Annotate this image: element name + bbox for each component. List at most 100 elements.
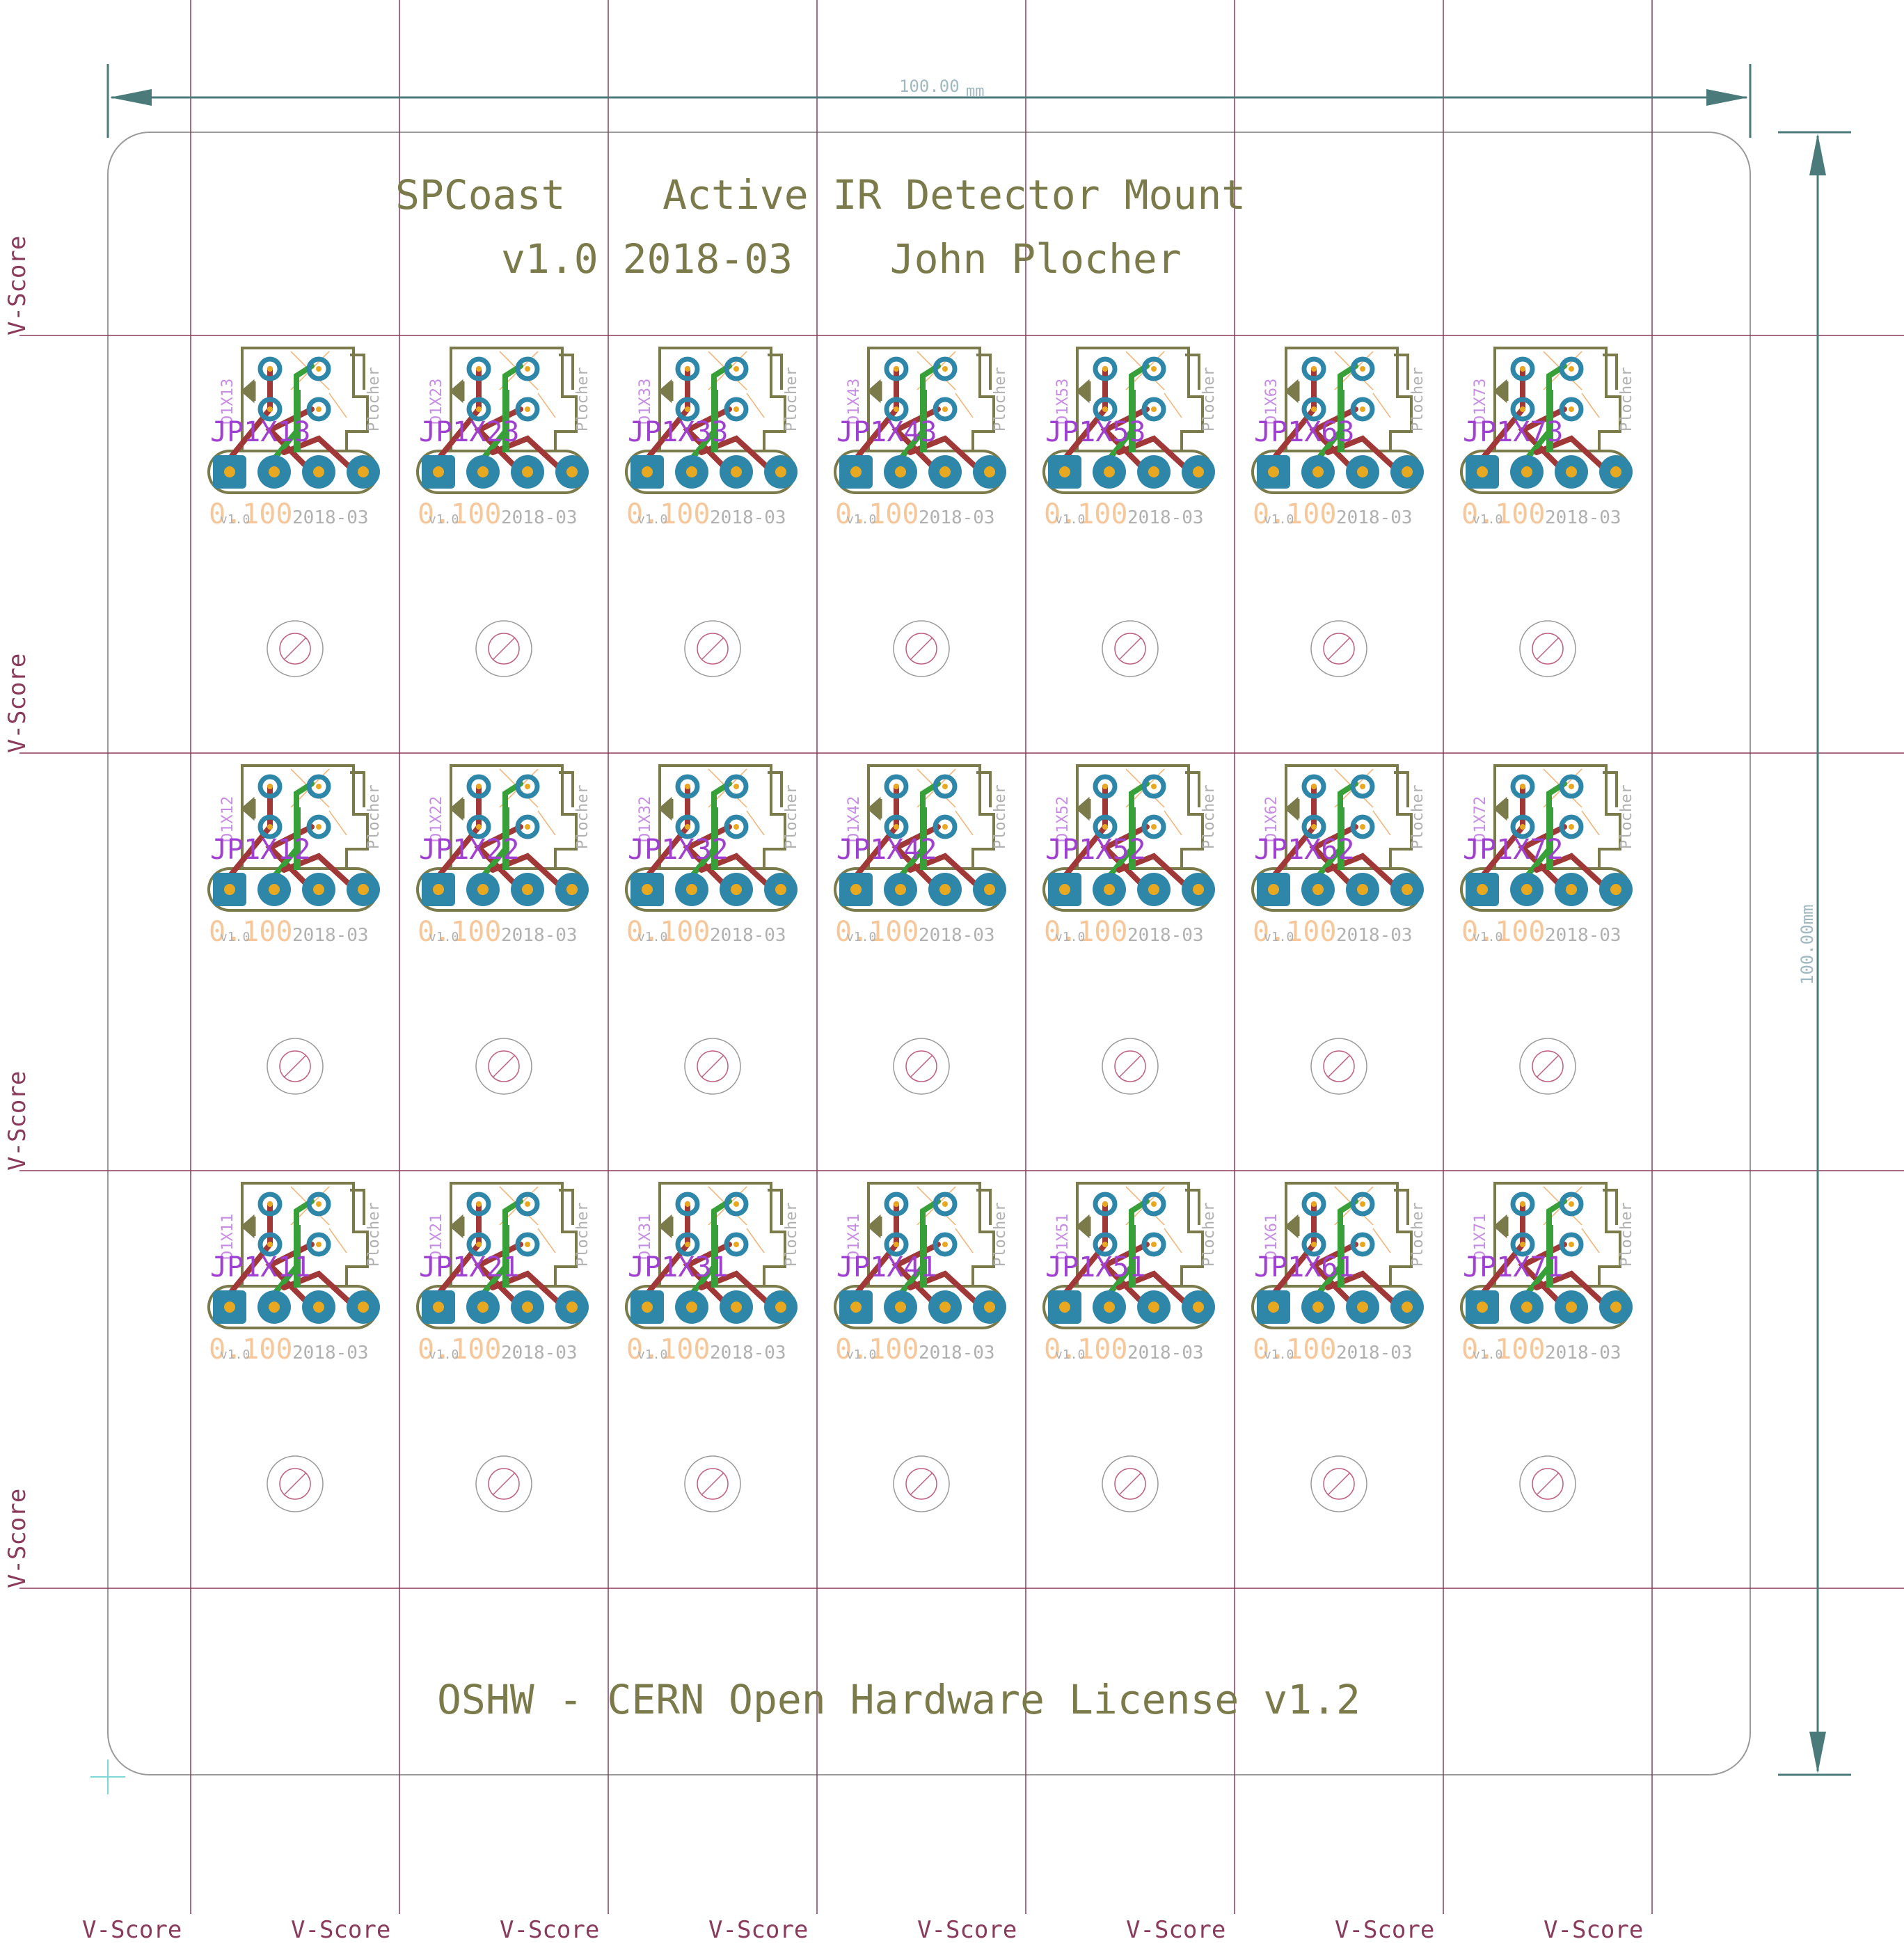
author-label: Plocher [992, 784, 1009, 849]
trace-bottom [294, 1225, 301, 1288]
diode-symbol [1493, 1214, 1509, 1239]
pad-drill [775, 1302, 786, 1313]
pad-drill [1610, 1302, 1621, 1313]
vscore-label: V-Score [500, 1916, 599, 1944]
pad-drill [267, 1242, 273, 1247]
mounting-hole [684, 1038, 741, 1095]
docu-line [1581, 393, 1600, 418]
pad-drill [1566, 1302, 1577, 1313]
docu-line [537, 1228, 556, 1253]
value-label: 0.100 [626, 1334, 710, 1366]
author-label: Plocher [783, 784, 800, 849]
trace-bottom [502, 807, 509, 870]
pad-drill [1477, 1302, 1488, 1313]
sensor-pad [724, 1232, 749, 1257]
author-label: Plocher [365, 784, 383, 849]
header-ref-label: JP1X71 [1463, 1251, 1564, 1283]
mounting-hole [1102, 1038, 1159, 1095]
pad-drill [522, 884, 533, 895]
pad-drill [433, 1302, 444, 1313]
pad-drill [1357, 466, 1368, 477]
pad-drill [1148, 1302, 1159, 1313]
docu-line [1164, 810, 1182, 836]
pad-drill [895, 884, 906, 895]
pad-drill [1569, 824, 1574, 830]
author-label: Plocher [1409, 1202, 1427, 1267]
date-label: 2018-03 [1545, 507, 1621, 528]
pad-drill [733, 1201, 739, 1207]
pad-drill [316, 824, 322, 830]
value-label: 0.100 [418, 1334, 501, 1366]
sensor-pad [724, 814, 749, 839]
mounting-hole [1310, 620, 1367, 677]
sensor-pad [1510, 356, 1535, 381]
pad-drill [733, 366, 739, 372]
vscore-label: V-Score [3, 1489, 31, 1588]
pad-drill [476, 366, 482, 372]
version-label: v1.0 [1055, 930, 1085, 944]
sensor-pad [1559, 814, 1584, 839]
value-label: 0.100 [209, 916, 292, 948]
sensor-pad [1093, 1232, 1118, 1257]
pad-drill [1360, 406, 1365, 412]
author-label: Plocher [783, 1202, 800, 1267]
diode-symbol [1284, 1214, 1300, 1239]
sensor-pad [306, 356, 331, 381]
docu-line [1581, 810, 1600, 836]
diode-symbol [866, 1214, 882, 1239]
sensor-pad [675, 814, 700, 839]
sensor-pad [884, 397, 909, 422]
pad-drill [358, 884, 369, 895]
sensor-notch [1394, 1189, 1409, 1225]
docu-line [1372, 810, 1391, 836]
diode-symbol [1075, 1214, 1091, 1239]
diode-symbol [240, 379, 256, 404]
pad-drill [1477, 884, 1488, 895]
pad-drill [642, 1302, 653, 1313]
trace-bottom [1129, 390, 1136, 452]
trace-bottom [294, 390, 301, 452]
width-dimension-label: 100.00 [899, 77, 960, 96]
pad-drill [525, 1242, 530, 1247]
value-label: 0.100 [209, 498, 292, 530]
pad-drill [850, 1302, 862, 1313]
width-arrow-right [1706, 89, 1748, 106]
mounting-hole [267, 620, 324, 677]
sensor-pad [1510, 397, 1535, 422]
pad-drill [1360, 824, 1365, 830]
sensor-notch [1185, 1189, 1200, 1225]
diode-ref-label: D1X22 [428, 796, 445, 842]
sensor-pad [1141, 397, 1166, 422]
title-line-2: v1.0 2018-03 John Plocher [501, 235, 1182, 283]
pad-drill [939, 1302, 951, 1313]
vscore-label: V-Score [82, 1916, 182, 1944]
board-outline [107, 132, 1751, 1775]
vscore-label: V-Score [708, 1916, 808, 1944]
pad-drill [1520, 1242, 1525, 1247]
pad-drill [731, 884, 742, 895]
pad-drill [1402, 466, 1413, 477]
vscore-label: V-Score [3, 1071, 31, 1171]
vscore-label: V-Score [1126, 1916, 1225, 1944]
sensor-pad [515, 1192, 540, 1217]
pad-drill [477, 884, 489, 895]
docu-line [328, 810, 347, 836]
sensor-notch [1394, 771, 1409, 807]
sensor-pad [466, 356, 491, 381]
sensor-pad [515, 814, 540, 839]
vscore-label: V-Score [3, 236, 31, 335]
trace-bottom [711, 390, 718, 452]
sensor-pad [933, 1192, 958, 1217]
pad-drill [1312, 884, 1324, 895]
pad-drill [850, 466, 862, 477]
pad-drill [522, 466, 533, 477]
sensor-notch [768, 1189, 783, 1225]
value-label: 0.100 [1253, 916, 1336, 948]
height-dimension [1778, 131, 1851, 1776]
pad-drill [1151, 784, 1157, 789]
date-label: 2018-03 [292, 1343, 369, 1363]
pad-drill [1148, 466, 1159, 477]
